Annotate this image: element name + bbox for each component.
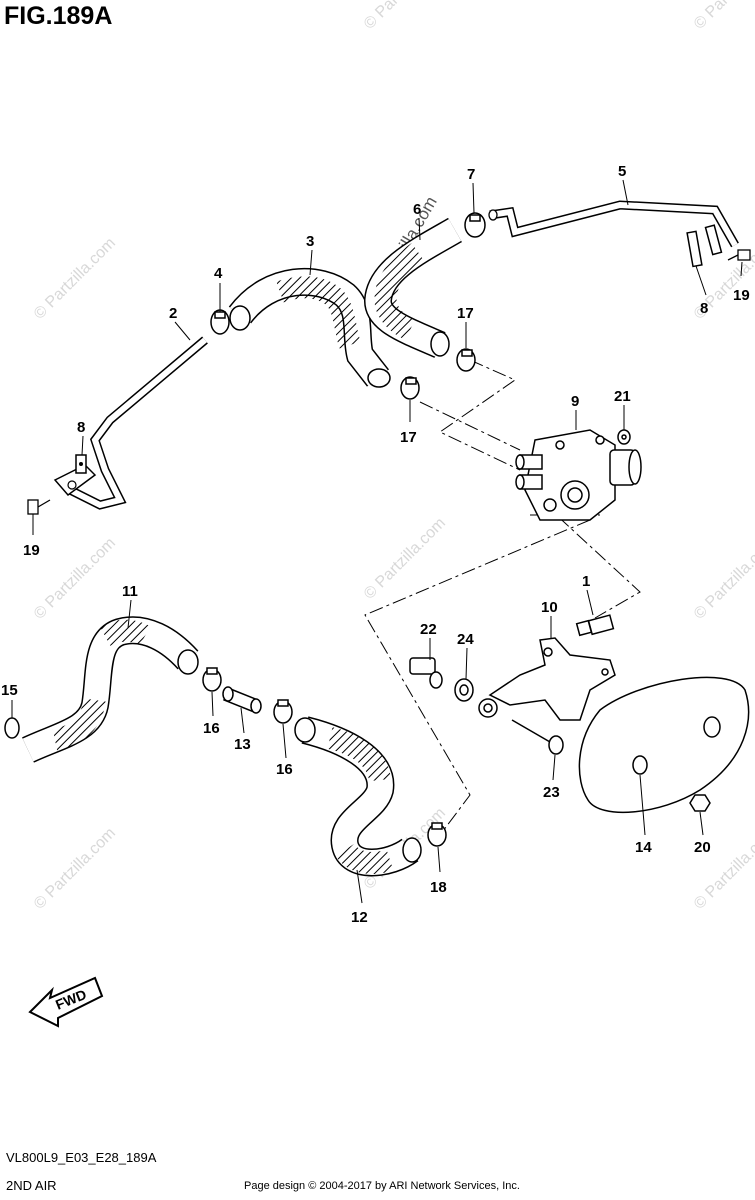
callout-15: 15 xyxy=(1,682,18,699)
clamp-15 xyxy=(4,717,20,739)
hose-3 xyxy=(228,267,391,388)
callout-7: 7 xyxy=(467,166,475,183)
nut-20 xyxy=(689,794,711,812)
callout-17-upper: 17 xyxy=(457,305,474,322)
clamp-4 xyxy=(210,309,230,335)
callout-6: 6 xyxy=(413,201,421,218)
leader-lines xyxy=(11,179,743,904)
callout-10: 10 xyxy=(541,599,558,616)
section-name: 2ND AIR xyxy=(6,1178,57,1193)
clamp-18 xyxy=(427,822,447,847)
clamp-7 xyxy=(464,212,486,238)
callout-21: 21 xyxy=(614,388,631,405)
watermark-text: © Partzilla.com xyxy=(31,535,119,623)
sensor-1 xyxy=(575,614,615,637)
clamp-17-upper xyxy=(456,348,476,372)
callout-1: 1 xyxy=(582,573,590,590)
callout-12: 12 xyxy=(351,909,368,926)
callout-19-right: 19 xyxy=(733,287,750,304)
callout-18: 18 xyxy=(430,879,447,896)
callout-22: 22 xyxy=(420,621,437,638)
callout-3: 3 xyxy=(306,233,314,250)
callout-24: 24 xyxy=(457,631,474,648)
hose-6 xyxy=(364,217,462,358)
clamp-16-right xyxy=(273,699,293,724)
callout-9: 9 xyxy=(571,393,579,410)
callout-23: 23 xyxy=(543,784,560,801)
callout-2: 2 xyxy=(169,305,177,322)
watermark-text: © Partzilla.com xyxy=(361,515,449,603)
washer-21 xyxy=(617,429,631,445)
bolt-23 xyxy=(511,719,564,755)
joint-13 xyxy=(222,686,262,714)
watermark-text: © Partzilla.com xyxy=(691,0,755,33)
callout-13: 13 xyxy=(234,736,251,753)
callouts: 1 2 3 4 5 6 7 8 8 9 10 11 12 13 14 15 16… xyxy=(1,163,750,926)
figure-title: FIG.189A xyxy=(4,2,113,30)
reed-valve-9 xyxy=(515,429,642,521)
hose-12 xyxy=(294,716,422,877)
grommet-24 xyxy=(454,678,474,702)
callout-19-left: 19 xyxy=(23,542,40,559)
watermark-text: © Partzilla.com xyxy=(31,235,119,323)
diagram-code: VL800L9_E03_E28_189A xyxy=(6,1150,157,1165)
cover-14 xyxy=(578,676,750,814)
bracket-8-left xyxy=(75,454,87,474)
collar-22 xyxy=(409,657,443,689)
callout-8-right: 8 xyxy=(700,300,708,317)
callout-16-left: 16 xyxy=(203,720,220,737)
clamp-17-lower xyxy=(400,376,420,400)
footer-copyright: Page design © 2004-2017 by ARI Network S… xyxy=(244,1180,520,1192)
bracket-8-right xyxy=(686,224,723,268)
watermark-text: © Partzilla.com xyxy=(31,825,119,913)
pipe-5 xyxy=(488,200,739,248)
fwd-arrow: FWD xyxy=(28,976,104,1028)
clamp-16-left xyxy=(202,667,222,692)
watermark-text: © Partzilla.com xyxy=(691,825,755,913)
callout-16-right: 16 xyxy=(276,761,293,778)
bolt-19-left xyxy=(27,499,51,515)
callout-17-lower: 17 xyxy=(400,429,417,446)
callout-4: 4 xyxy=(214,265,223,282)
watermark-text: © Partzilla.com xyxy=(691,535,755,623)
bracket-10 xyxy=(478,637,616,721)
callout-5: 5 xyxy=(618,163,626,180)
watermark-text: © Partzilla.com xyxy=(361,0,449,33)
callout-8-left: 8 xyxy=(77,419,85,436)
callout-11: 11 xyxy=(122,583,138,600)
callout-20: 20 xyxy=(694,839,711,856)
callout-14: 14 xyxy=(635,839,652,856)
bolt-19-right xyxy=(727,249,751,261)
hose-11 xyxy=(22,616,199,763)
